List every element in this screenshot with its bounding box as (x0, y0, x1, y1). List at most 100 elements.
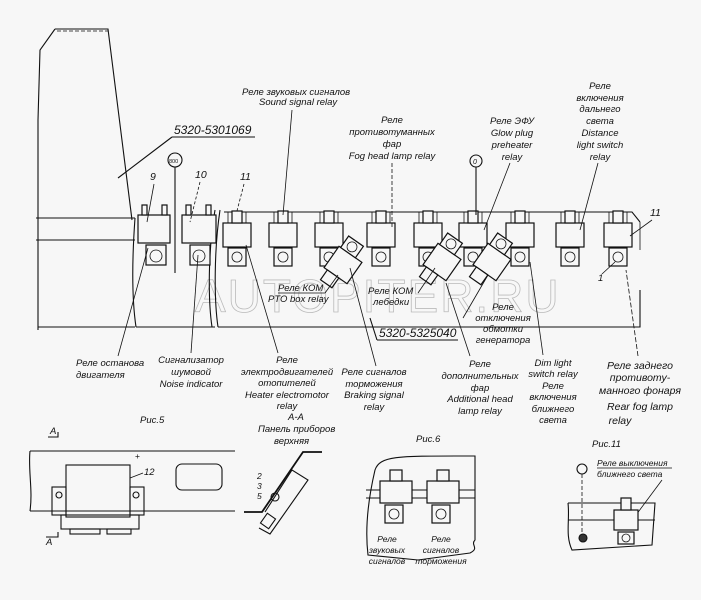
label-foghead-ru2: противотуманных (349, 127, 436, 138)
label-dim-ru1: Реле (542, 381, 564, 392)
callout-10: 10 (195, 169, 207, 181)
svg-text:+: + (135, 451, 140, 461)
relay-glow-plug (458, 210, 488, 267)
callout-2: 2 (256, 471, 262, 481)
fig6-right-ru1: Реле (431, 534, 451, 544)
label-addhead-en1: Additional head (446, 394, 513, 405)
label-glow-en1: Glow plug (491, 128, 534, 139)
label-rearfog-ru3: манного фонаря (599, 385, 681, 397)
figure-6: Рис.6 Реле звуковых сигналов Реле сигнал… (366, 434, 476, 566)
label-dim-en2: switch relay (528, 369, 579, 380)
fig5-section-mark-top: А (49, 426, 56, 437)
noise-indicator (181, 204, 217, 266)
label-foghead-ru1: Реле (381, 115, 403, 126)
fig6-left-ru1: Реле (377, 534, 397, 544)
fig11-label-ru2: ближнего света (597, 469, 663, 479)
fig6-left-ru2: звуковых (368, 545, 406, 555)
label-gen-ru3: обмотки (483, 324, 524, 335)
relay-pto-box (319, 235, 365, 289)
label-heater-ru2: электродвигателей (241, 367, 334, 378)
fig6-right-ru3: торможения (415, 556, 467, 566)
relay-distance-light (555, 210, 585, 267)
label-rearfog-ru2: противоту- (610, 372, 671, 384)
section-title: А-А (287, 412, 304, 423)
fig5-title: Рис.5 (140, 415, 165, 426)
label-heater-ru1: Реле (276, 355, 298, 366)
label-distance-ru1: Реле (589, 81, 611, 92)
label-distance-en1: Distance (582, 128, 619, 139)
label-sound-ru: Реле звуковых сигналов (242, 87, 350, 98)
label-glow-en2: preheater (491, 140, 534, 151)
label-dim-ru3: ближнего (532, 404, 575, 415)
fig6-left-ru3: сигналов (369, 556, 406, 566)
relay-engine-stop (137, 204, 171, 266)
label-noise-en: Noise indicator (160, 379, 224, 390)
label-gen-ru1: Реле (492, 302, 514, 313)
callout-12: 12 (144, 467, 155, 478)
section-a-a: А-А Панель приборов верхняя 2 3 5 (244, 412, 335, 535)
callout-1: 1 (598, 273, 603, 284)
fig5-section-mark-bottom: А (45, 537, 52, 548)
label-sound-en: Sound signal relay (259, 97, 338, 108)
label-addhead-ru3: фар (471, 383, 490, 394)
relay-dim-light (505, 210, 535, 267)
panel-label-ru1: Панель приборов (258, 424, 335, 435)
relay-pto-winch (418, 232, 464, 286)
relay-fog-head (366, 210, 396, 267)
label-foghead-en: Fog head lamp relay (349, 151, 437, 162)
relay-generator-cutoff (468, 232, 514, 286)
callout-11-top: 11 (240, 171, 251, 183)
label-addhead-ru2: дополнительных (442, 371, 520, 382)
label-gen-ru4: генератора (476, 335, 531, 346)
label-winch-ru1: Реле КОМ (368, 286, 413, 297)
fig11-title: Рис.11 (592, 439, 621, 450)
label-glow-ru: Реле ЭФУ (490, 116, 535, 127)
label-foghead-ru3: фар (383, 139, 402, 150)
callout-11-right: 11 (650, 207, 661, 219)
label-addhead-en2: lamp relay (458, 406, 503, 417)
label-glow-en3: relay (502, 152, 524, 163)
symbol-0-text: 0 (473, 159, 477, 166)
fig6-title: Рис.6 (416, 434, 441, 445)
label-gen-ru2: отключения (475, 313, 531, 324)
label-noise-ru1: Сигнализатор (158, 355, 224, 366)
label-braking-en1: Braking signal (344, 390, 405, 401)
part-number-panel: 5320-5301069 (174, 123, 252, 137)
label-engine-stop-ru2: двигателя (76, 370, 125, 381)
label-rearfog-ru1: Реле заднего (607, 360, 673, 372)
label-engine-stop-ru1: Реле останова (76, 358, 144, 369)
label-pto-en: PTO box relay (268, 294, 330, 305)
fig11-label-ru1: Реле выключения (597, 458, 668, 468)
callout-3: 3 (257, 481, 262, 491)
figure-11: Рис.11 Реле выключения ближнего света (567, 439, 672, 551)
label-distance-ru2: включения (576, 93, 623, 104)
label-rearfog-en1: Rear fog lamp (607, 401, 673, 413)
symbol-800-text: 800 (169, 159, 178, 165)
label-rearfog-en2: relay (609, 415, 633, 427)
label-winch-ru2: лебедки (372, 297, 410, 308)
label-distance-en3: relay (590, 152, 612, 163)
label-addhead-ru1: Реле (469, 359, 491, 370)
label-pto-ru: Реле КОМ (278, 283, 323, 294)
label-noise-ru2: шумовой (171, 367, 211, 378)
label-dim-ru2: включения (529, 392, 576, 403)
label-distance-ru4: света (586, 116, 614, 127)
callout-9: 9 (150, 171, 156, 183)
relay-heater (222, 210, 252, 267)
label-heater-ru3: отопителей (258, 378, 316, 389)
part-number-relay-block: 5320-5325040 (379, 326, 457, 340)
figure-5: Рис.5 А 12 + А (28, 415, 235, 548)
panel-label-ru2: верхняя (274, 436, 309, 447)
fig11-symbol-icon (576, 463, 588, 475)
label-heater-en1: Heater electromotor (245, 390, 330, 401)
label-dim-ru4: света (539, 415, 567, 426)
label-heater-en2: relay (277, 401, 299, 412)
fig6-right-ru2: сигналов (423, 545, 460, 555)
label-dim-en1: Dim light (535, 358, 572, 369)
callout-5: 5 (257, 491, 262, 501)
label-distance-ru3: дальнего (579, 104, 620, 115)
relay-sound-signal (268, 210, 298, 267)
label-braking-ru2: торможения (345, 379, 402, 390)
